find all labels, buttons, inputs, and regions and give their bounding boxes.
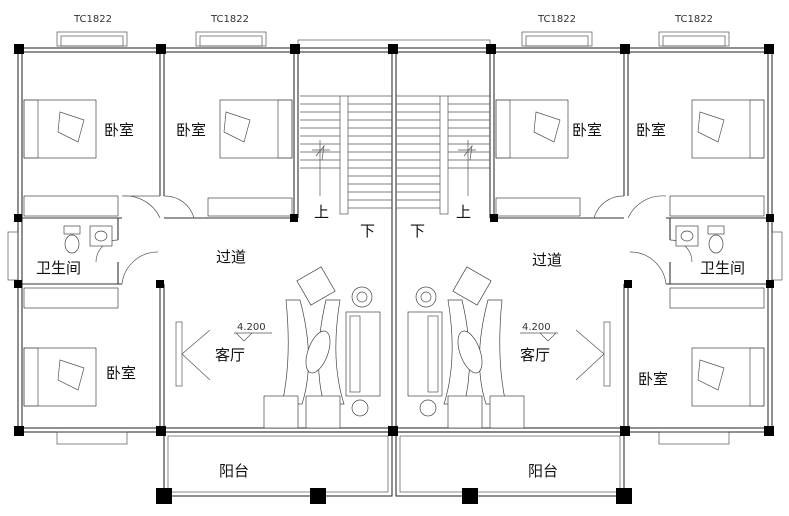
room-label-balcony-left: 阳台 — [219, 462, 249, 480]
window-tag-2: TC1822 — [210, 14, 249, 25]
room-label-living-left: 客厅 — [215, 346, 245, 364]
room-label-bedroom-5: 卧室 — [106, 364, 136, 382]
room-label-bedroom-2: 卧室 — [176, 121, 206, 139]
room-label-bedroom-3: 卧室 — [572, 121, 602, 139]
room-label-bathroom-left: 卫生间 — [36, 259, 81, 277]
wardrobes — [23, 195, 765, 309]
window-tag-3: TC1822 — [537, 14, 576, 25]
stair-down-left: 下 — [360, 222, 375, 240]
room-label-balcony-right: 阳台 — [528, 462, 558, 480]
living-openings — [175, 321, 611, 387]
room-label-bedroom-6: 卧室 — [638, 370, 668, 388]
beds — [23, 99, 765, 407]
room-label-corridor-right: 过道 — [532, 251, 562, 269]
room-label-living-right: 客厅 — [520, 346, 550, 364]
elevation-left-marker — [234, 332, 272, 342]
elevation-right-marker — [520, 332, 558, 342]
structural-columns — [14, 44, 774, 436]
balconies — [156, 431, 632, 504]
stair-up-right: 上 — [456, 203, 471, 221]
living-furniture-left — [263, 266, 381, 429]
room-label-bathroom-right: 卫生间 — [700, 259, 745, 277]
stair-down-right: 下 — [410, 222, 425, 240]
door-swings — [95, 195, 693, 285]
stair-up-left: 上 — [314, 203, 329, 221]
elevation-left: 4.200 — [237, 322, 266, 333]
staircase-left — [300, 95, 392, 215]
living-furniture-right — [407, 266, 525, 429]
room-label-corridor-left: 过道 — [216, 248, 246, 266]
window-tag-4: TC1822 — [674, 14, 713, 25]
room-label-bedroom-1: 卧室 — [104, 121, 134, 139]
interior-walls — [22, 48, 768, 432]
elevation-right: 4.200 — [522, 322, 551, 333]
staircase-right — [396, 95, 490, 215]
window-tag-1: TC1822 — [73, 14, 112, 25]
bathroom-fixtures — [63, 225, 725, 254]
room-label-bedroom-4: 卧室 — [636, 121, 666, 139]
